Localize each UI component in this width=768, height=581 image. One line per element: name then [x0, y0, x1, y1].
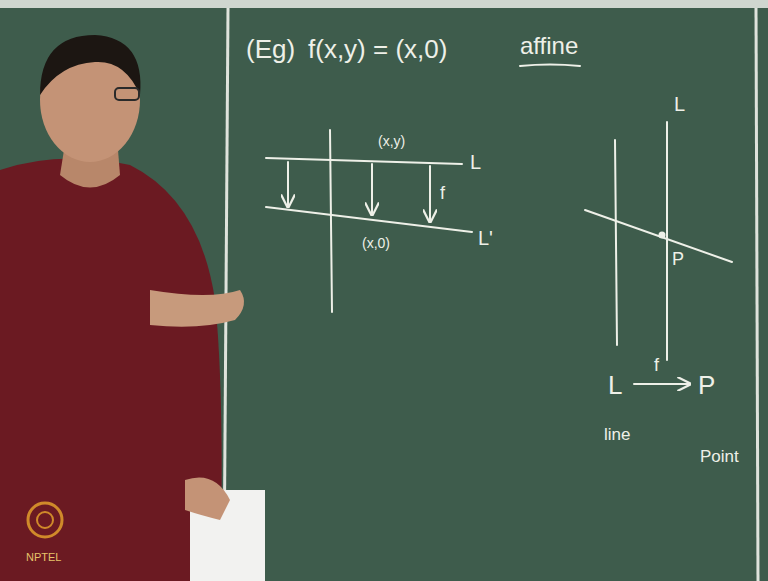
nptel-logo — [28, 503, 62, 537]
map-label: f — [654, 356, 659, 374]
line-l-prime — [266, 207, 472, 232]
map-label: f — [440, 184, 445, 202]
projection-arrow — [371, 164, 373, 215]
caption-word: line — [604, 426, 630, 443]
parallel-line — [615, 140, 617, 345]
line-label: L — [470, 152, 481, 172]
line-label: L — [608, 372, 622, 398]
point-p — [659, 232, 666, 239]
board-divider — [756, 8, 758, 581]
line-label: L — [674, 94, 685, 114]
example-tag: (Eg) — [246, 36, 295, 62]
map-arrow — [634, 383, 690, 385]
formula: f(x,y) = (x,0) — [308, 36, 447, 62]
transversal-line — [585, 210, 732, 262]
point-label: P — [698, 372, 715, 398]
watermark: NPTEL — [26, 552, 61, 563]
point-label: (x,y) — [378, 134, 405, 148]
heading: affine — [520, 34, 578, 58]
lecturer — [0, 35, 265, 581]
underline — [520, 65, 580, 67]
board-top-rail — [0, 0, 768, 8]
projection-arrow — [429, 166, 431, 222]
point-label: (x,0) — [362, 236, 390, 250]
axis-line — [330, 130, 332, 312]
projection-arrow — [287, 162, 289, 207]
line-label: L' — [478, 228, 493, 248]
caption-word: Point — [700, 448, 739, 465]
line-l — [666, 122, 668, 360]
line-l — [266, 158, 462, 164]
point-label: P — [672, 250, 684, 268]
